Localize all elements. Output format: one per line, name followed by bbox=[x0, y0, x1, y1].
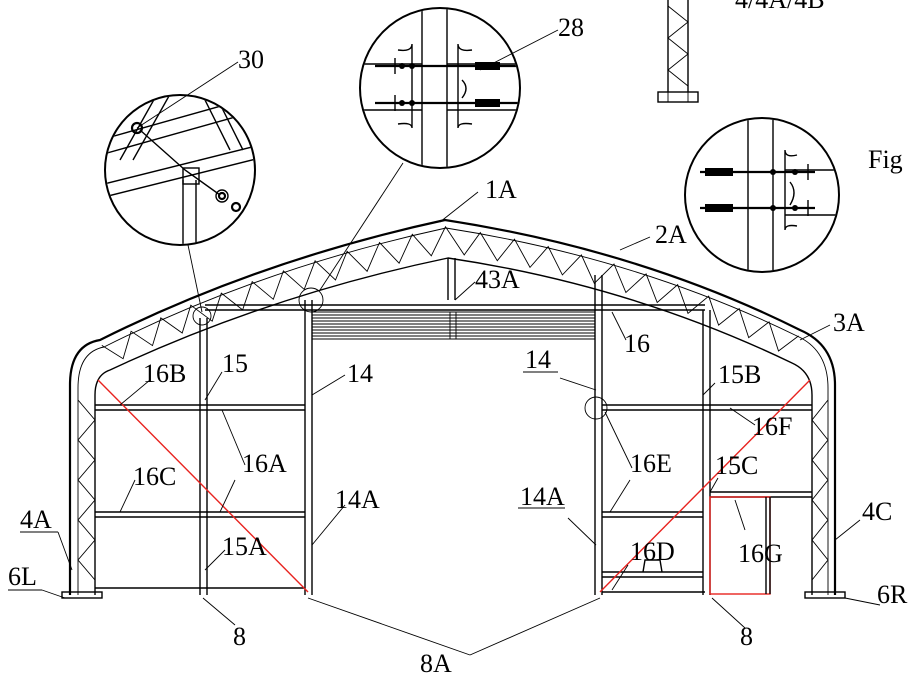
callout-28: 28 bbox=[558, 13, 584, 42]
callout-16B: 16B bbox=[143, 359, 186, 388]
figure-corner-label: 4/4A/4B bbox=[735, 0, 825, 14]
callout-14-right: 14 bbox=[525, 345, 551, 374]
figure-title-partial: Fig bbox=[868, 145, 903, 174]
detail-circle-right bbox=[684, 117, 840, 273]
rollup-door bbox=[312, 311, 595, 340]
corner-post-detail bbox=[657, 0, 699, 103]
callout-1A: 1A bbox=[485, 175, 517, 204]
callout-16A: 16A bbox=[242, 449, 287, 478]
leader-lines bbox=[8, 191, 881, 656]
callout-15B: 15B bbox=[718, 360, 761, 389]
arch-truss bbox=[61, 218, 846, 599]
callout-8A: 8A bbox=[420, 649, 452, 677]
callout-16C: 16C bbox=[133, 462, 176, 491]
callout-labels: 4/4A/4B Fig 1A 2A 3A 43A 28 30 16 16B 15… bbox=[8, 0, 908, 678]
end-wall-frame bbox=[95, 258, 812, 595]
callout-4A: 4A bbox=[20, 505, 52, 534]
callout-3A: 3A bbox=[833, 308, 865, 337]
callout-16G: 16G bbox=[738, 539, 783, 568]
callout-16D: 16D bbox=[630, 537, 675, 566]
callout-8-right: 8 bbox=[740, 622, 753, 651]
callout-2A: 2A bbox=[655, 220, 687, 249]
detail-circle-30 bbox=[104, 61, 256, 326]
callout-15A: 15A bbox=[222, 532, 267, 561]
callout-6R: 6R bbox=[877, 580, 908, 609]
callout-43A: 43A bbox=[475, 265, 520, 294]
callout-15: 15 bbox=[222, 349, 248, 378]
personnel-door bbox=[709, 496, 771, 595]
callout-6L: 6L bbox=[8, 562, 37, 591]
callout-16E: 16E bbox=[630, 449, 672, 478]
callout-8-left: 8 bbox=[233, 622, 246, 651]
callout-15C: 15C bbox=[715, 451, 758, 480]
detail-circle-28 bbox=[298, 7, 559, 313]
callout-30: 30 bbox=[238, 45, 264, 74]
callout-4C: 4C bbox=[862, 497, 892, 526]
callout-14A-right: 14A bbox=[520, 482, 565, 511]
callout-16F: 16F bbox=[752, 412, 792, 441]
callout-14-left: 14 bbox=[347, 359, 373, 388]
callout-16: 16 bbox=[624, 329, 650, 358]
callout-14A-left: 14A bbox=[335, 485, 380, 514]
